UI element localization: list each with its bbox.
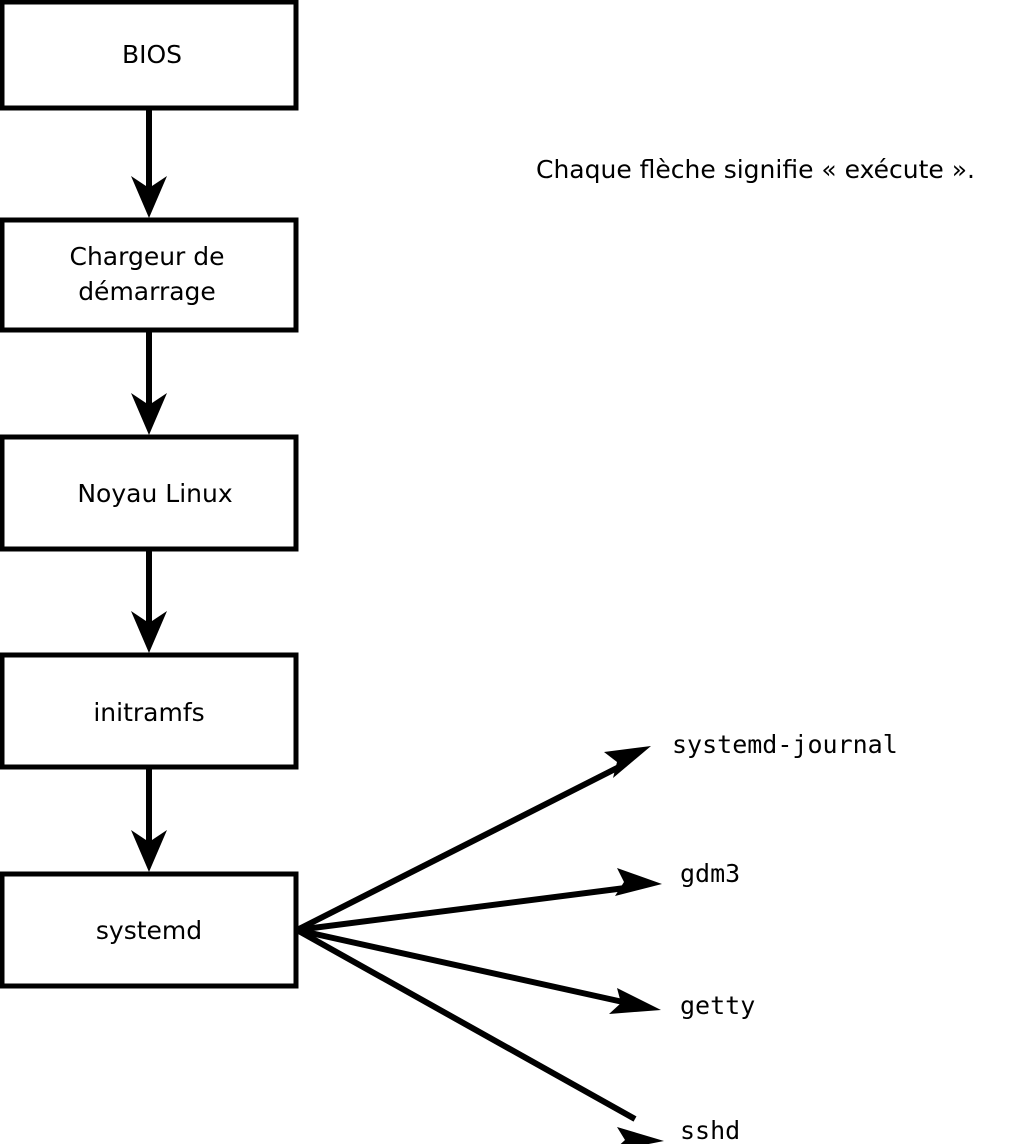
stage-label-initramfs: initramfs	[93, 698, 204, 727]
chain-arrow-kernel-to-initramfs	[131, 549, 167, 653]
stage-box-initramfs[interactable]: initramfs	[0, 652, 299, 770]
arrow-head-icon	[615, 868, 662, 896]
chain-arrow-initramfs-to-systemd	[131, 767, 167, 872]
fanout-arrow-systemd-journal	[295, 746, 651, 933]
fanout-arrow-getty	[296, 927, 661, 1014]
stage-label-bios: BIOS	[122, 40, 182, 69]
fanout-arrow-line	[296, 927, 633, 1007]
arrow-head-icon	[617, 1127, 664, 1144]
service-label-getty: getty	[680, 991, 755, 1020]
fanout-arrow-line	[295, 761, 627, 933]
chain-arrow-bootloader-to-kernel	[131, 330, 167, 435]
diagram-caption: Chaque flèche signifie « exécute ».	[536, 155, 975, 184]
stage-box-outline	[0, 652, 299, 770]
fanout-arrow-line	[295, 927, 637, 1122]
stage-label-kernel: Noyau Linux	[77, 479, 232, 508]
chain-arrow-bios-to-bootloader	[131, 108, 167, 218]
stage-label-systemd: systemd	[96, 916, 202, 945]
arrow-head-down-icon	[131, 611, 167, 653]
fanout-arrow-gdm3	[296, 868, 662, 933]
stage-box-outline	[0, 871, 299, 989]
stage-label-bootloader-line2: démarrage	[78, 277, 216, 306]
stage-box-outline	[0, 217, 299, 333]
arrow-head-down-icon	[131, 393, 167, 435]
arrow-head-icon	[609, 988, 661, 1014]
fanout-arrow-sshd	[295, 927, 664, 1144]
arrow-head-down-icon	[131, 176, 167, 218]
service-label-systemd-journal: systemd-journal	[672, 730, 898, 759]
stage-box-kernel[interactable]: Noyau Linux	[0, 434, 299, 552]
arrow-head-icon	[604, 746, 651, 778]
fanout-arrow-line	[296, 884, 634, 933]
service-label-gdm3: gdm3	[680, 859, 740, 888]
service-label-sshd: sshd	[680, 1116, 740, 1144]
stage-box-systemd[interactable]: systemd	[0, 871, 299, 989]
stage-box-outline	[0, 0, 299, 111]
stage-label-bootloader-line1: Chargeur de	[69, 242, 224, 271]
stage-box-bootloader[interactable]: Chargeur de démarrage	[0, 217, 299, 333]
stage-box-outline	[0, 434, 299, 552]
arrow-head-down-icon	[131, 830, 167, 872]
stage-box-bios[interactable]: BIOS	[0, 0, 299, 111]
